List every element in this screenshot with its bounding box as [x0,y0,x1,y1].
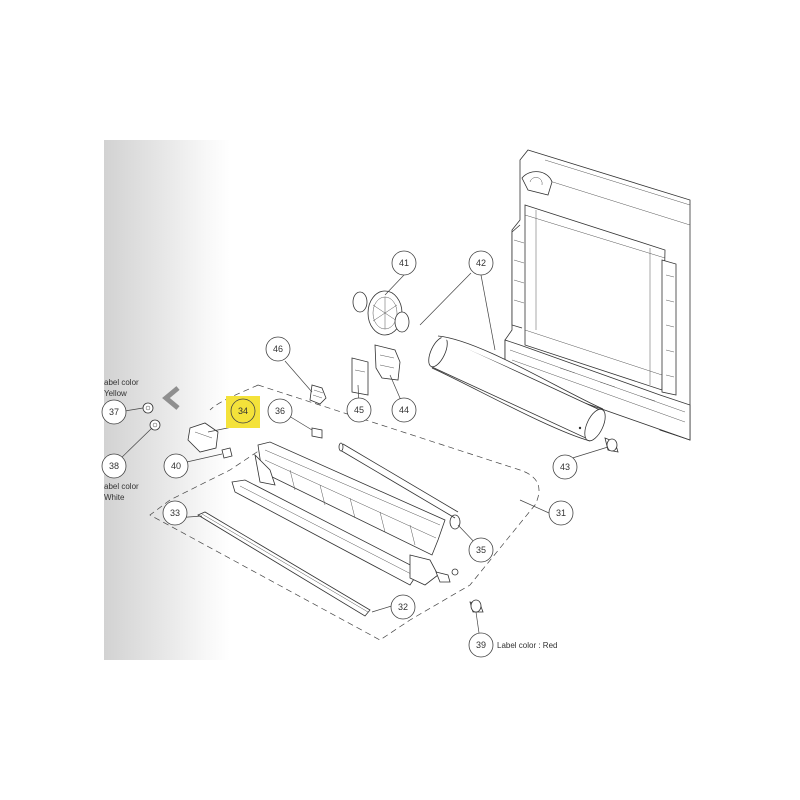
svg-text:31: 31 [556,508,566,518]
callout-45: 45 [346,397,372,423]
svg-text:44: 44 [399,405,409,415]
side-labels: abel color Yellow abel color White Label… [104,378,557,650]
callout-35: 35 [468,537,494,563]
svg-text:32: 32 [398,602,408,612]
svg-text:45: 45 [354,405,364,415]
label-yellow-line1: abel color [104,378,139,387]
motor-assembly [309,290,619,453]
assembly-dashed-outline [149,384,540,641]
cross-flow-fan-cylinder [428,335,606,442]
louver-vane [197,511,371,617]
callout-33: 33 [162,500,188,526]
chevron-left-icon [162,386,180,410]
label-white-line1: abel color [104,482,139,491]
callout-44: 44 [391,397,417,423]
svg-text:42: 42 [476,258,486,268]
svg-text:34: 34 [238,406,248,416]
callout-46: 46 [265,336,291,362]
stepping-motor [142,402,323,459]
callout-41: 41 [391,250,417,276]
unit-body [504,149,691,441]
callout-37: 37 [101,399,127,425]
callout-36: 36 [267,398,293,424]
svg-text:40: 40 [171,461,181,471]
svg-text:36: 36 [275,406,285,416]
svg-text:39: 39 [476,640,486,650]
callout-32: 32 [390,594,416,620]
svg-text:41: 41 [399,258,409,268]
callout-34: 34 [226,396,260,428]
svg-text:35: 35 [476,545,486,555]
svg-text:46: 46 [273,344,283,354]
svg-text:33: 33 [170,508,180,518]
callout-39: 39 [468,632,494,658]
svg-text:38: 38 [109,461,119,471]
callout-31: 31 [548,500,574,526]
callout-43: 43 [552,454,578,480]
callout-40: 40 [163,453,189,479]
callout-38: 38 [101,453,127,479]
drain-pan-assembly [231,441,484,613]
callouts: 41 42 46 45 44 43 [101,250,578,658]
label-red: Label color : Red [497,641,557,650]
label-white-line2: White [104,493,125,502]
label-yellow-line2: Yellow [104,389,127,398]
svg-text:37: 37 [109,407,119,417]
svg-text:43: 43 [560,462,570,472]
callout-42: 42 [468,250,494,276]
